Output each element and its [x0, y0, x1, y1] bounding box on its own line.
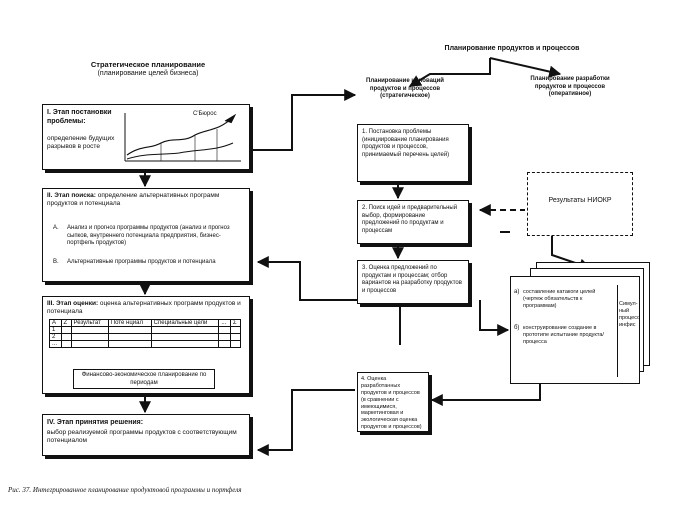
table-header: A	[49, 319, 62, 327]
chart-label: C'Бюрос	[193, 111, 217, 117]
stage2-item-b-marker: B.	[53, 259, 59, 265]
stage2-item-b: Альтернативные программы продуктов и пот…	[67, 259, 216, 265]
table-header: Специальные цели	[150, 319, 220, 327]
stage2-item-a-marker: A.	[53, 225, 59, 231]
finance-text: Финансово-экономическое планирование по …	[81, 372, 207, 386]
stage1-text: определение будущих разрывов в росте	[47, 135, 115, 151]
innovation-box-4: 4. Оценка разработанных продуктов и проц…	[357, 372, 429, 432]
table-header: Поте нциал	[107, 319, 152, 327]
arrow-box3-to-sheets	[479, 300, 510, 336]
stage2-text: определение альтернативных программ прод…	[47, 192, 220, 208]
innovation-box-3: 3. Оценка предложений по продуктам и про…	[357, 260, 469, 304]
arrow-strategic-to-innovations	[250, 89, 357, 151]
niokr-text: Результаты НИОКР	[548, 197, 612, 204]
sheet-front: a) составление катакоги целей (чертеж об…	[510, 276, 640, 384]
innovation-box-1-text: 1. Постановка проблемы (инициирование пл…	[362, 129, 450, 158]
stage2-box: II. Этап поиска: определение альтернатив…	[42, 188, 250, 282]
top-right-title: Планирование продуктов и процессов	[444, 45, 580, 52]
arrow-top-left	[408, 58, 491, 87]
row-label: ...	[49, 340, 62, 348]
strategic-subtitle: (планирование целей бизнеса)	[97, 70, 199, 77]
sheet-a-text: составление катакоги целей (чертеж обяза…	[523, 289, 596, 309]
stage3-label: III. Этап оценки:	[47, 300, 99, 307]
table-row: ...	[49, 340, 242, 348]
stage3-box: III. Этап оценки: оценка альтернативных …	[42, 296, 250, 394]
finance-box: Финансово-экономическое планирование по …	[73, 369, 215, 389]
innovation-box-1: 1. Постановка проблемы (инициирование пл…	[357, 124, 469, 182]
innovation-box-2-text: 2. Поиск идей и предварительный выбор, ф…	[362, 205, 458, 234]
table-header: Σ	[229, 319, 242, 327]
arrow-top-right	[489, 57, 562, 78]
table-header: Результат	[70, 319, 109, 327]
sheet-a-marker: a)	[514, 289, 520, 295]
arrow-feedback-to-stage2	[256, 256, 401, 345]
row-label: 2	[49, 333, 62, 341]
sheet-side-text: Симул-ный процесс инфис	[619, 301, 640, 328]
stage4-text: выбор реализуемой программы продуктов с …	[47, 429, 237, 445]
niokr-box: Результаты НИОКР	[527, 172, 633, 236]
innovation-box-2: 2. Поиск идей и предварительный выбор, ф…	[357, 200, 469, 244]
table-row: 1	[49, 326, 242, 334]
row-label: 1	[49, 326, 62, 334]
stage4-box: IV. Этап принятия решения: выбор реализу…	[42, 414, 250, 456]
sheet-b-text: конструирование создание в прототипе исп…	[523, 325, 604, 345]
planning-development: Планирование разработки продуктов и проц…	[530, 76, 610, 97]
stage4-label: IV. Этап принятия решения:	[47, 419, 144, 426]
stage1-box: I. Этап постановки проблемы: определение…	[42, 104, 250, 170]
table-header: ...	[218, 319, 231, 327]
stage2-label: II. Этап поиска:	[47, 192, 96, 199]
figure-caption: Рис. 37. Интегрированное планирование пр…	[8, 486, 242, 494]
arrow-box4-to-stage4	[256, 389, 355, 456]
planning-innovations: Планирование инноваций продуктов и проце…	[366, 78, 444, 99]
stage3-text: оценка альтернативных программ продуктов…	[47, 300, 241, 316]
strategic-title: Стратегическое планирование	[90, 60, 206, 69]
sheet-b-marker: б)	[514, 325, 520, 331]
growth-gap-graph	[124, 113, 241, 162]
evaluation-table: A Z Результат Поте нциал Специальные цел…	[49, 319, 242, 348]
stage2-item-a: Анализ и прогноз программы продуктов (ан…	[67, 225, 230, 246]
innovation-box-4-text: 4. Оценка разработанных продуктов и проц…	[361, 376, 422, 431]
table-header: Z	[60, 319, 72, 327]
innovation-box-3-text: 3. Оценка предложений по продуктам и про…	[362, 265, 462, 294]
stage1-label: I. Этап постановки проблемы:	[47, 109, 112, 125]
table-row: 2	[49, 333, 242, 341]
